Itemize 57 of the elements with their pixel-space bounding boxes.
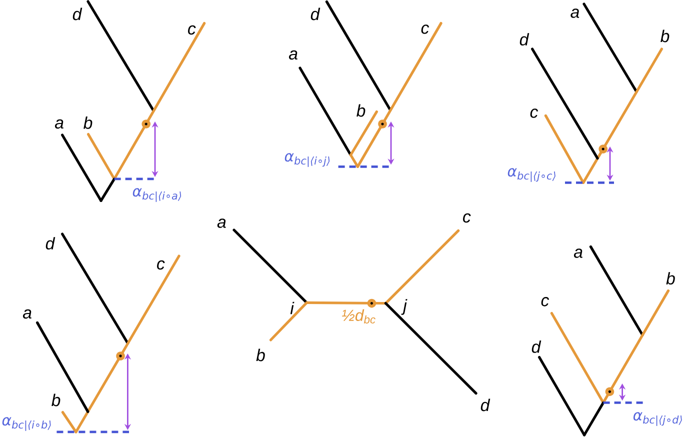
tree-branch xyxy=(384,302,478,395)
tree-branch xyxy=(602,289,670,404)
leaf-label: c xyxy=(530,108,538,118)
leaf-label: d xyxy=(46,237,56,250)
math-label: α$_{bc|⟨i∘b⟩}$ xyxy=(2,417,51,431)
tree-branch xyxy=(61,410,78,434)
leaf-label: d xyxy=(72,8,82,20)
tree-branch xyxy=(325,0,392,112)
tree-branch xyxy=(269,301,308,342)
tree-branch xyxy=(538,356,586,436)
tree-branch xyxy=(232,228,308,304)
tree-branch xyxy=(349,110,378,156)
tree-branch xyxy=(87,132,116,180)
tree-branch xyxy=(86,0,155,112)
math-label: α$_{bc|⟨i∘j⟩}$ xyxy=(284,153,330,167)
tree-branch xyxy=(531,48,599,160)
leaf-label: b xyxy=(84,116,92,129)
tree-branch xyxy=(74,254,180,434)
leaf-label: c xyxy=(188,25,196,35)
leaf-label: d xyxy=(520,33,530,46)
tree-branch xyxy=(550,312,605,404)
vertex-label: i xyxy=(290,302,294,314)
tree-branch xyxy=(298,66,352,156)
vertex-label: j xyxy=(401,299,408,315)
math-label: α$_{bc|⟨i∘a⟩}$ xyxy=(132,188,182,202)
tree-branch xyxy=(36,321,90,413)
leaf-label: b xyxy=(52,394,60,406)
leaf-label: b xyxy=(666,272,675,284)
leaf-label: a xyxy=(288,50,298,60)
tree-branch xyxy=(356,22,442,168)
tree-branch xyxy=(582,48,663,184)
leaf-label: a xyxy=(574,248,582,258)
tree-branch xyxy=(384,229,460,305)
leaf-label: d xyxy=(480,398,490,412)
leaf-label: d xyxy=(532,340,542,353)
leaf-label: a xyxy=(54,119,64,129)
math-label: α$_{bc|⟨j∘d⟩}$ xyxy=(633,412,682,426)
tree-branch xyxy=(61,134,102,202)
edge-label: ½d$_{bc}$ xyxy=(342,309,376,324)
leaf-label: b xyxy=(660,30,670,42)
leaf-label: c xyxy=(157,260,165,270)
tree-branch xyxy=(582,2,638,93)
leaf-label: c xyxy=(463,213,471,223)
leaf-label: b xyxy=(256,348,265,362)
tree-branch xyxy=(589,245,644,336)
leaf-label: b xyxy=(356,104,366,117)
tree-branch xyxy=(113,22,206,180)
tree-branch xyxy=(61,232,130,345)
leaf-label: a xyxy=(570,8,580,18)
leaf-label: a xyxy=(22,309,32,319)
math-label: α$_{bc|⟨j∘c⟩}$ xyxy=(508,168,556,182)
leaf-label: d xyxy=(310,8,320,20)
leaf-label: c xyxy=(541,297,550,306)
leaf-label: c xyxy=(421,24,430,34)
tree-branch xyxy=(544,114,585,184)
leaf-label: a xyxy=(217,218,226,228)
tree-branch xyxy=(305,301,387,305)
